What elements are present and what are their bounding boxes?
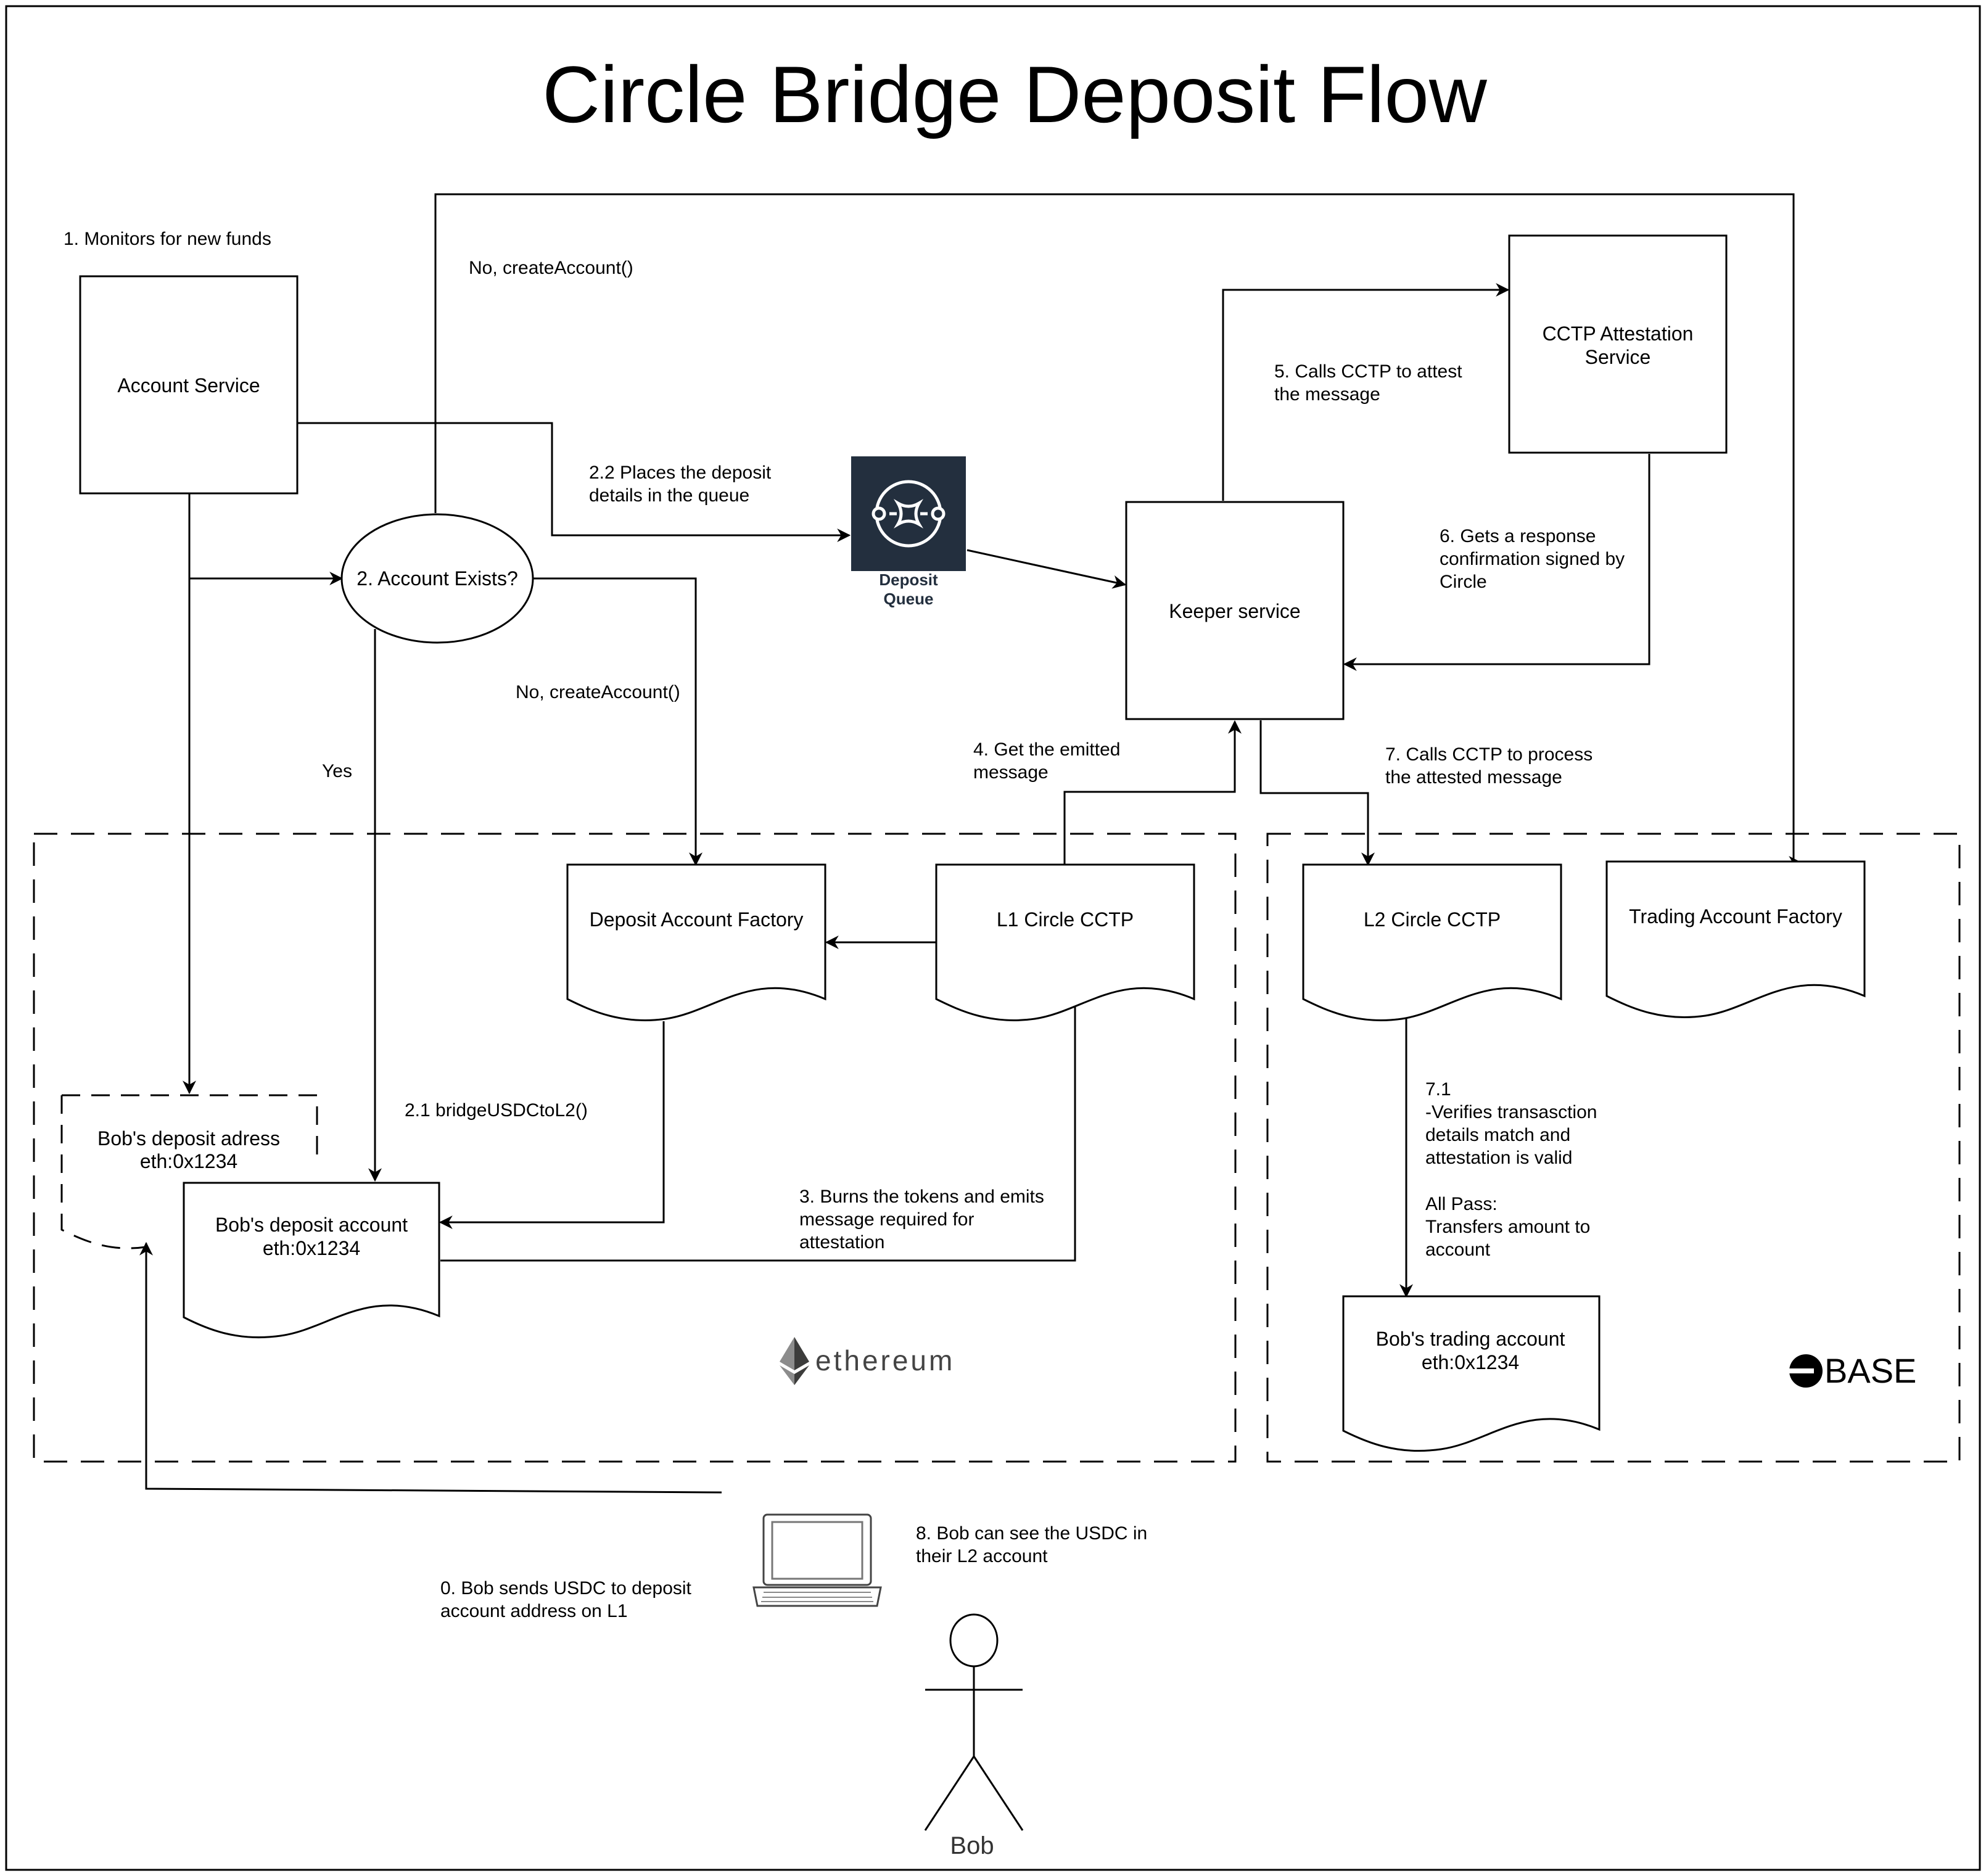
label-verifies-line7: account bbox=[1425, 1240, 1491, 1260]
account-exists-decision[interactable]: 2. Account Exists? bbox=[340, 513, 534, 644]
trading-account-factory-label: Trading Account Factory bbox=[1629, 905, 1842, 928]
edge-keeper-to-attestation bbox=[1222, 283, 1510, 501]
label-get-emitted-line2: message bbox=[973, 762, 1049, 783]
bob-label: Bob bbox=[950, 1832, 994, 1859]
l1-circle-cctp-label: L1 Circle CCTP bbox=[997, 908, 1134, 931]
label-get-emitted-line1: 4. Get the emitted bbox=[973, 739, 1120, 760]
bobs-trading-account-node[interactable]: Bob's trading account eth:0x1234 bbox=[1342, 1295, 1601, 1452]
deposit-account-factory-label: Deposit Account Factory bbox=[590, 908, 804, 931]
bob-actor[interactable]: Bob bbox=[924, 1613, 1024, 1859]
label-no-create-mid: No, createAccount() bbox=[516, 682, 680, 702]
label-places-line1: 2.2 Places the deposit bbox=[589, 463, 772, 483]
keeper-service-node[interactable]: Keeper service bbox=[1125, 501, 1345, 720]
account-service-label: Account Service bbox=[117, 374, 260, 397]
bobs-deposit-adress-label-line2: eth:0x1234 bbox=[140, 1150, 237, 1172]
label-verifies-line2: -Verifies transasction bbox=[1425, 1102, 1597, 1122]
edge-exists-to-deposit-factory bbox=[533, 577, 703, 866]
base-logo: BASE bbox=[1789, 1351, 1916, 1390]
queue-glyph bbox=[871, 480, 946, 548]
ethereum-wordmark: ethereum bbox=[815, 1344, 955, 1376]
edge-queue-to-keeper bbox=[966, 549, 1127, 589]
ethereum-zone bbox=[33, 833, 1237, 1463]
base-wordmark: BASE bbox=[1824, 1351, 1916, 1390]
label-burns-line3: attestation bbox=[799, 1232, 884, 1253]
label-verifies-line6: Transfers amount to bbox=[1425, 1217, 1590, 1237]
edge-l1-cctp-to-keeper bbox=[1063, 720, 1242, 865]
label-verifies-line4: attestation is valid bbox=[1425, 1148, 1572, 1168]
account-service-node[interactable]: Account Service bbox=[79, 275, 299, 495]
edge-bob-to-deposit-adress bbox=[139, 1241, 722, 1494]
ethereum-diamond-icon bbox=[780, 1337, 809, 1385]
trading-account-factory-node[interactable]: Trading Account Factory bbox=[1605, 860, 1866, 1018]
stick-figure-icon bbox=[924, 1613, 1024, 1831]
laptop-icon bbox=[752, 1513, 882, 1607]
queue-icon bbox=[851, 456, 966, 571]
cctp-attestation-label-line2: Service bbox=[1585, 346, 1651, 368]
cctp-attestation-label-line1: CCTP Attestation bbox=[1543, 323, 1694, 345]
queue-label-line2: Queue bbox=[884, 590, 934, 608]
edge-deposit-account-to-l1-cctp bbox=[440, 989, 1082, 1262]
label-bob-sees-line1: 8. Bob can see the USDC in bbox=[916, 1523, 1147, 1544]
ethereum-logo: ethereum bbox=[780, 1337, 955, 1385]
bobs-trading-account-label-line1: Bob's trading account bbox=[1376, 1328, 1565, 1350]
label-verifies-line5: All Pass: bbox=[1425, 1194, 1498, 1214]
label-calls-process-line2: the attested message bbox=[1385, 767, 1562, 788]
label-bob-sends-line1: 0. Bob sends USDC to deposit bbox=[440, 1578, 692, 1598]
label-bob-sends-line2: account address on L1 bbox=[440, 1601, 628, 1621]
deposit-account-factory-node[interactable]: Deposit Account Factory bbox=[566, 863, 826, 1021]
bobs-deposit-adress-label-line1: Bob's deposit adress bbox=[97, 1127, 280, 1150]
l2-circle-cctp-label: L2 Circle CCTP bbox=[1364, 908, 1501, 931]
label-gets-response-line2: confirmation signed by bbox=[1440, 549, 1625, 569]
bobs-deposit-adress-node[interactable]: Bob's deposit adress eth:0x1234 bbox=[60, 1094, 318, 1249]
label-calls-attest-line2: the message bbox=[1274, 384, 1380, 405]
bobs-deposit-account-label-line2: eth:0x1234 bbox=[263, 1237, 360, 1259]
edge-keeper-to-l2-cctp bbox=[1259, 720, 1375, 866]
label-gets-response-line3: Circle bbox=[1440, 572, 1487, 592]
base-circle-icon bbox=[1789, 1354, 1823, 1388]
label-bridge: 2.1 bridgeUSDCtoL2() bbox=[405, 1100, 588, 1121]
edge-account-service-to-queue bbox=[297, 422, 851, 542]
deposit-queue-node[interactable]: Deposit Queue bbox=[851, 456, 966, 608]
label-burns-line2: message required for bbox=[799, 1209, 974, 1230]
label-burns-line1: 3. Burns the tokens and emits bbox=[799, 1187, 1044, 1207]
page-title: Circle Bridge Deposit Flow bbox=[542, 49, 1488, 139]
bobs-trading-account-label-line2: eth:0x1234 bbox=[1422, 1351, 1519, 1373]
label-places-line2: details in the queue bbox=[589, 485, 749, 506]
label-no-create-top: No, createAccount() bbox=[469, 258, 633, 278]
label-yes: Yes bbox=[322, 761, 352, 781]
l1-circle-cctp-node[interactable]: L1 Circle CCTP bbox=[935, 863, 1195, 1021]
edge-deposit-factory-to-deposit-account bbox=[439, 1021, 665, 1229]
queue-label-line1: Deposit bbox=[879, 570, 938, 589]
label-calls-attest-line1: 5. Calls CCTP to attest bbox=[1274, 361, 1462, 382]
base-zone bbox=[1266, 833, 1961, 1463]
edge-attestation-to-keeper bbox=[1343, 454, 1650, 671]
label-verifies-line1: 7.1 bbox=[1425, 1079, 1451, 1100]
label-verifies-line3: details match and bbox=[1425, 1125, 1570, 1145]
label-monitors: 1. Monitors for new funds bbox=[64, 229, 271, 249]
label-bob-sees-line2: their L2 account bbox=[916, 1546, 1048, 1566]
label-calls-process-line1: 7. Calls CCTP to process bbox=[1385, 744, 1593, 765]
l2-circle-cctp-node[interactable]: L2 Circle CCTP bbox=[1302, 863, 1562, 1021]
cctp-attestation-node[interactable]: CCTP Attestation Service bbox=[1508, 234, 1728, 454]
bobs-deposit-account-label-line1: Bob's deposit account bbox=[215, 1214, 408, 1236]
account-exists-label: 2. Account Exists? bbox=[356, 567, 517, 590]
keeper-service-label: Keeper service bbox=[1169, 600, 1300, 622]
label-gets-response-line1: 6. Gets a response bbox=[1440, 526, 1596, 546]
bobs-deposit-account-node[interactable]: Bob's deposit account eth:0x1234 bbox=[183, 1182, 440, 1339]
